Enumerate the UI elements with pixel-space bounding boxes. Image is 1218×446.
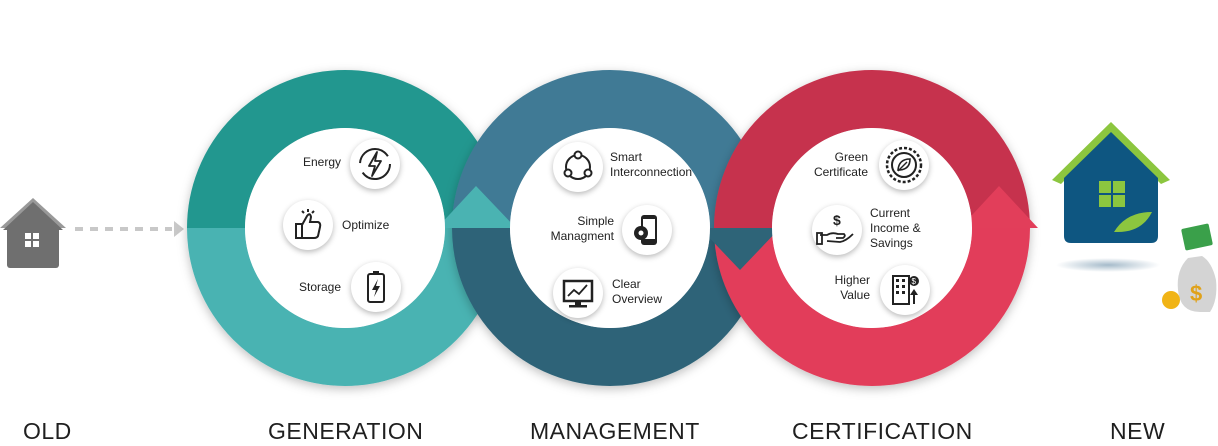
income-line-1: Current — [870, 206, 911, 220]
stage-old-label: OLD — [23, 418, 72, 444]
higher-line-1: Higher — [834, 273, 870, 287]
current-income-label: Current Income & Savings — [870, 206, 921, 251]
thumbs-up-icon — [283, 200, 333, 250]
management-ring — [452, 70, 768, 386]
svg-text:$: $ — [1190, 281, 1202, 306]
energy-cycle-icon — [350, 139, 400, 189]
income-line-2: Income & — [870, 221, 921, 235]
smart-line-1: Smart — [610, 150, 643, 164]
phone-gear-icon — [622, 205, 672, 255]
stage-new-label: NEW — [1110, 418, 1166, 444]
simple-managment-label: Simple Managment — [548, 214, 614, 244]
money-bag-icon: $ — [1162, 223, 1217, 312]
dashed-arrow — [75, 221, 184, 237]
monitor-chart-icon — [553, 268, 603, 318]
certification-arrowhead — [960, 186, 1038, 228]
building-dollar-icon: $ — [880, 265, 930, 315]
green-certificate-label: Green Certificate — [808, 150, 868, 180]
simple-line-1: Simple — [577, 214, 614, 228]
higher-line-2: Value — [840, 288, 870, 302]
generation-arrowhead — [437, 186, 516, 228]
green-line-1: Green — [834, 150, 868, 164]
certification-ring — [714, 70, 1030, 386]
battery-icon — [351, 262, 401, 312]
simple-line-2: Managment — [550, 229, 614, 243]
green-line-2: Certificate — [813, 165, 868, 179]
energy-label: Energy — [303, 155, 342, 169]
new-house-shadow — [1056, 258, 1160, 272]
management-arrowhead — [700, 228, 780, 270]
stage-management-label: MANAGEMENT — [530, 418, 700, 444]
svg-text:$: $ — [833, 212, 841, 228]
smart-line-2: Interconnection — [610, 165, 693, 179]
smart-interconnection-label: Smart Interconnection — [610, 150, 692, 180]
clear-line-2: Overview — [612, 292, 663, 306]
stage-generation-label: GENERATION — [268, 418, 424, 444]
old-house-icon — [0, 198, 66, 268]
new-house-icon — [1052, 122, 1170, 243]
storage-label: Storage — [299, 280, 342, 294]
higher-value-label: Higher Value — [826, 273, 870, 303]
optimize-label: Optimize — [342, 218, 390, 232]
clear-overview-label: Clear Overview — [612, 277, 662, 307]
leaf-seal-icon — [879, 140, 929, 190]
income-line-3: Savings — [870, 236, 913, 250]
clear-line-1: Clear — [612, 277, 641, 291]
stage-certification-label: CERTIFICATION — [792, 418, 973, 444]
hand-dollar-icon: $ — [812, 205, 862, 255]
generation-ring — [187, 70, 503, 386]
svg-text:$: $ — [912, 277, 917, 286]
network-icon — [553, 142, 603, 192]
